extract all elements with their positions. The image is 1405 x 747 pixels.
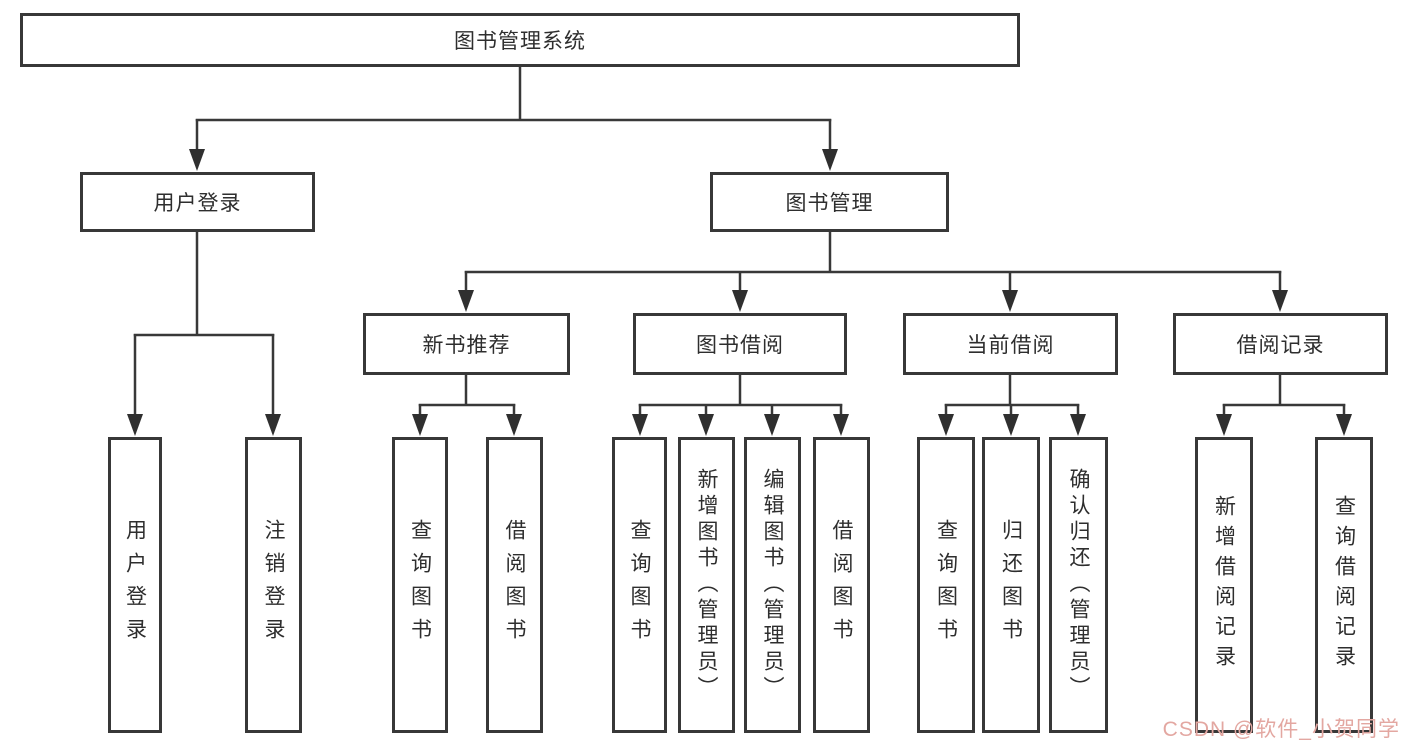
leaf-return-books: 归还图书 (982, 437, 1040, 733)
leaf-search-books-recommend: 查询图书 (392, 437, 448, 733)
leaf-user-login: 用户登录 (108, 437, 162, 733)
leaf-confirm-return-admin: 确认归还（管理员） (1049, 437, 1108, 733)
leaf-search-books-borrowing: 查询图书 (612, 437, 667, 733)
node-current-borrowing: 当前借阅 (903, 313, 1118, 375)
node-book-borrowing: 图书借阅 (633, 313, 847, 375)
leaf-search-borrow-record: 查询借阅记录 (1315, 437, 1373, 733)
node-borrowing-records: 借阅记录 (1173, 313, 1388, 375)
node-user-login: 用户登录 (80, 172, 315, 232)
node-new-book-recommend: 新书推荐 (363, 313, 570, 375)
csdn-watermark: CSDN @软件_小贺同学 (1162, 718, 1400, 741)
leaf-borrow-books-borrowing: 借阅图书 (813, 437, 870, 733)
leaf-add-borrow-record: 新增借阅记录 (1195, 437, 1253, 733)
leaf-logout-login: 注销登录 (245, 437, 302, 733)
node-root-system: 图书管理系统 (20, 13, 1020, 67)
node-book-management: 图书管理 (710, 172, 949, 232)
leaf-borrow-books-recommend: 借阅图书 (486, 437, 543, 733)
arrowheads (127, 149, 1352, 436)
leaf-edit-books-admin: 编辑图书（管理员） (744, 437, 801, 733)
leaf-add-books-admin: 新增图书（管理员） (678, 437, 735, 733)
leaf-search-books-current: 查询图书 (917, 437, 975, 733)
